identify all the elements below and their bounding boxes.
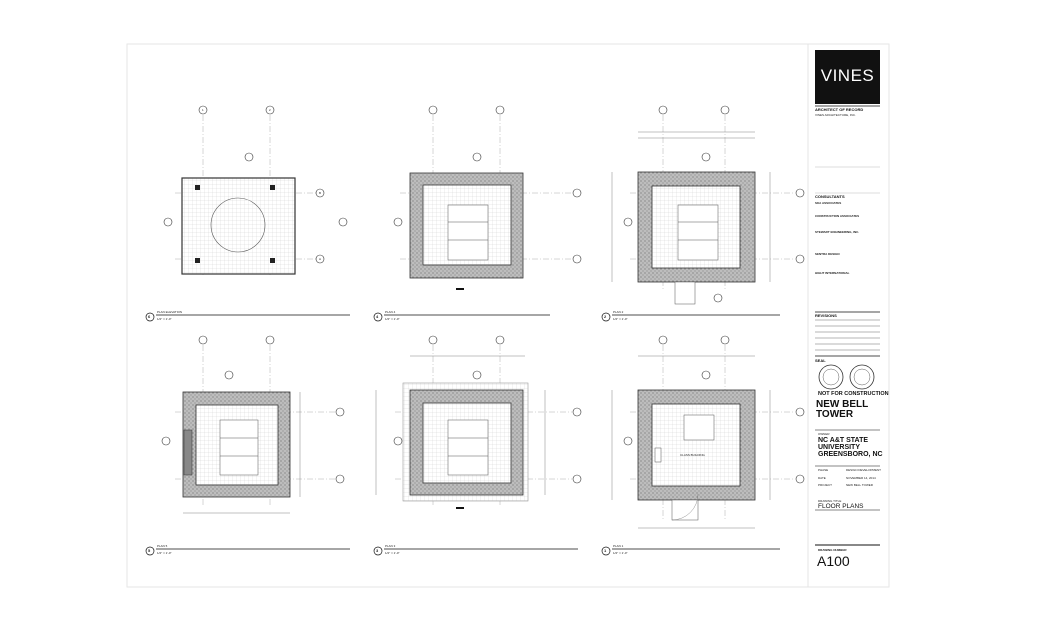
owner-line1: NC A&T STATE: [818, 437, 869, 444]
phase-label: PHASE: [818, 468, 829, 472]
grid-label-1: 1: [202, 108, 204, 112]
not-for-construction: NOT FOR CONSTRUCTION: [818, 391, 889, 397]
drawing-title: FLOOR PLANS: [818, 503, 864, 510]
seal-label: SEAL: [815, 358, 826, 363]
plan-4-title: PLAN 4: [385, 310, 396, 314]
plan-2-title: PLAN 2: [613, 310, 624, 314]
grid-label-a: A: [319, 257, 322, 261]
firm-logo-text: VINES: [820, 66, 875, 85]
drawing-number: A100: [817, 553, 850, 569]
plan-1-title: PLAN 1: [613, 544, 624, 548]
plan-4: [373, 105, 582, 322]
consultant-5: HIGHT INTERNATIONAL: [815, 271, 850, 275]
plan-6-number: 6: [148, 314, 151, 319]
title-block-rules: [815, 105, 880, 546]
plan-3-scale: 1/2" = 1'-0": [385, 551, 400, 555]
plan-5-title: PLAN 5: [157, 544, 168, 548]
project-title-line1: NEW BELL: [816, 399, 869, 410]
plan-5: [145, 335, 350, 556]
plan-1-scale: 1/2" = 1'-0": [613, 551, 628, 555]
plan-1-number: 1: [604, 548, 607, 553]
date-label: DATE: [818, 476, 826, 480]
owner-line2: UNIVERSITY: [818, 444, 861, 451]
drawing-number-label: DRAWING NUMBER: [818, 548, 847, 552]
owner-line3: GREENSBORO, NC: [818, 451, 883, 458]
plan-2-number: 2: [604, 314, 607, 319]
plan-4-scale: 1/2" = 1'-0": [385, 317, 400, 321]
project-label: PROJECT: [818, 483, 833, 487]
consultant-4: SENTRA DESIGN: [815, 252, 840, 256]
plan-2-scale: 1/2" = 1'-0": [613, 317, 628, 321]
consultants-header: CONSULTANTS: [815, 194, 845, 199]
drawing-title-label: DRAWING TITLE: [818, 499, 842, 503]
plan-5-scale: 1/2" = 1'-0": [157, 551, 172, 555]
firm-header: ARCHITECT OF RECORD: [815, 107, 864, 112]
plan-1: [601, 335, 805, 556]
phase-value: DESIGN DEVELOPMENT: [846, 468, 882, 472]
firm-name: VINES ARCHITECTURE, INC.: [815, 113, 856, 117]
owner-label: OWNER: [818, 432, 830, 436]
plan-6-scale: 1/2" = 1'-0": [157, 317, 172, 321]
revisions-label: REVISIONS: [815, 313, 837, 318]
firm-logo: VINES: [815, 50, 880, 104]
plan-3-number: 3: [376, 548, 379, 553]
plan-6-title: PLAN ELEVATION: [157, 310, 183, 314]
plan-3: [373, 335, 582, 556]
plan-4-number: 4: [376, 314, 379, 319]
plan-3-title: PLAN 3: [385, 544, 396, 548]
grid-label-b: B: [319, 191, 322, 195]
plan-2: [601, 105, 805, 322]
consultant-2: CONSTRUCTION ASSOCIATES: [815, 214, 860, 218]
project-title-line2: TOWER: [816, 409, 854, 420]
consultant-3: STEWART ENGINEERING, INC.: [815, 230, 860, 234]
date-value: NOVEMBER 14, 2014: [846, 476, 876, 480]
plan-5-number: 5: [148, 548, 151, 553]
project-value: NEW BELL TOWER: [846, 483, 873, 487]
plan-6: [145, 105, 350, 322]
room-note: CLASS BUILDING: [680, 453, 705, 457]
grid-label-2: 2: [269, 108, 271, 112]
consultant-1: SKA ASSOCIATES: [815, 201, 842, 205]
